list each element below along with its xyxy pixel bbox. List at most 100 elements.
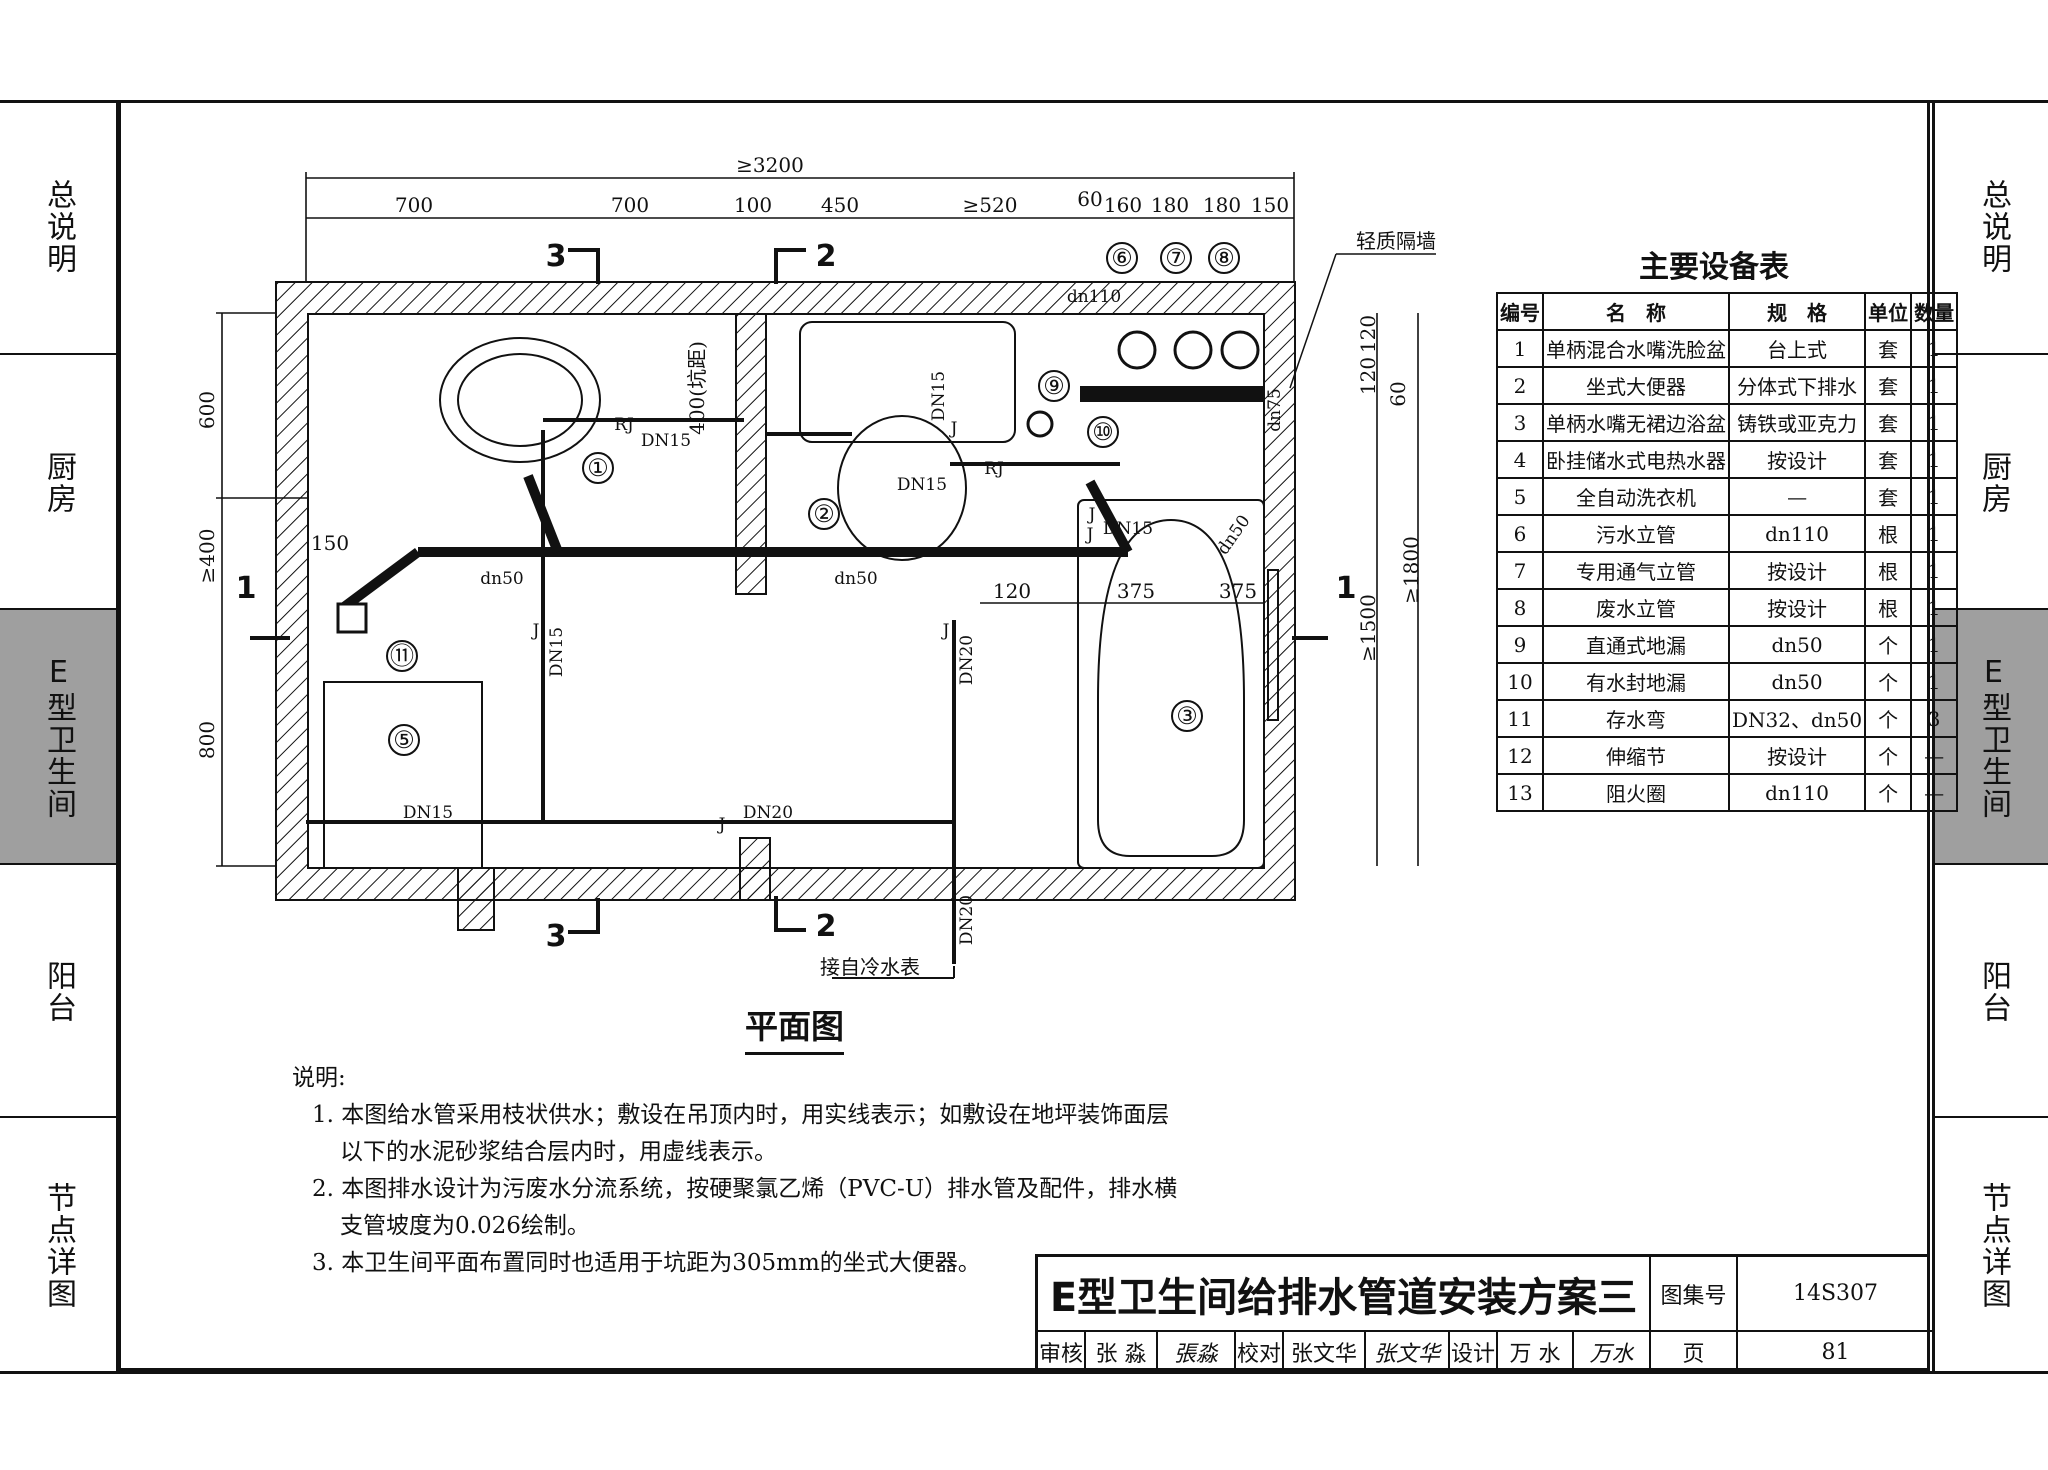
table-cell: 存水弯 bbox=[1542, 699, 1730, 738]
table-cell: 1 bbox=[1910, 625, 1959, 664]
callout: ② bbox=[813, 500, 835, 528]
pipe-label: dn50 bbox=[480, 569, 523, 589]
designer: 万 水 bbox=[1498, 1332, 1574, 1374]
table-cell: 阻火圈 bbox=[1542, 773, 1730, 812]
table-cell: 废水立管 bbox=[1542, 588, 1730, 627]
table-cell: 个 bbox=[1864, 699, 1913, 738]
table-cell: 9 bbox=[1496, 625, 1544, 664]
tab-details[interactable]: 节点详图 bbox=[1935, 1116, 2048, 1373]
table-cell: 分体式下排水 bbox=[1727, 366, 1867, 405]
table-cell: 1 bbox=[1910, 662, 1959, 701]
toilet-tank bbox=[799, 321, 1016, 443]
pipe-label: DN15 bbox=[897, 475, 947, 495]
table-cell: 铸铁或亚克力 bbox=[1727, 403, 1867, 442]
table-cell: 套 bbox=[1864, 403, 1913, 442]
reviewer: 张 淼 bbox=[1086, 1332, 1158, 1374]
callout: ③ bbox=[1176, 702, 1198, 730]
table-cell: 1 bbox=[1910, 551, 1959, 590]
pipe-label: J bbox=[1085, 525, 1094, 545]
table-cell: 台上式 bbox=[1727, 329, 1867, 368]
table-cell: DN32、dn50 bbox=[1727, 699, 1867, 738]
pipe-label: DN15 bbox=[1103, 519, 1153, 539]
riser-8 bbox=[1220, 330, 1260, 370]
review-label: 审核 bbox=[1038, 1332, 1086, 1374]
pipe-label: DN20 bbox=[743, 803, 793, 823]
designer-signature: 万水 bbox=[1574, 1332, 1651, 1374]
pipe-label: DN15 bbox=[929, 371, 949, 421]
tab-kitchen[interactable]: 厨房 bbox=[0, 353, 116, 610]
tab-label: 阳台 bbox=[1976, 959, 2011, 1024]
tab-general[interactable]: 总说明 bbox=[0, 100, 116, 353]
table-cell: 直通式地漏 bbox=[1542, 625, 1730, 664]
tab-balcony[interactable]: 阳台 bbox=[1935, 863, 2048, 1118]
pipe-label: J bbox=[949, 419, 958, 439]
left-dimension: 600 bbox=[195, 391, 219, 429]
pipe-label: J bbox=[717, 815, 726, 835]
pipe-label: DN20 bbox=[957, 895, 977, 945]
tab-general[interactable]: 总说明 bbox=[1935, 100, 2048, 353]
table-cell: 6 bbox=[1496, 514, 1544, 553]
pipes bbox=[306, 386, 1264, 964]
table-cell: 根 bbox=[1864, 514, 1913, 553]
note-item: 3. 本卫生间平面布置同时也适用于坑距为305mm的坐式大便器。 bbox=[312, 1250, 981, 1276]
table-cell: 12 bbox=[1496, 736, 1544, 775]
table-cell: 个 bbox=[1864, 625, 1913, 664]
reviewer-signature: 張淼 bbox=[1158, 1332, 1236, 1374]
riser-7 bbox=[1173, 330, 1213, 370]
table-cell: 全自动洗衣机 bbox=[1542, 477, 1730, 516]
title-block: E型卫生间给排水管道安装方案三 图集号 14S307 审核 张 淼 張淼 校对 … bbox=[1035, 1254, 1933, 1374]
notes: 说明: 1. 本图给水管采用枝状供水；敷设在吊顶内时，用实线表示；如敷设在地坪装… bbox=[292, 1060, 1180, 1282]
inlet-label: 接自冷水表 bbox=[820, 955, 920, 979]
section-mark: 2 bbox=[816, 239, 837, 274]
pipe-label: dn110 bbox=[1067, 287, 1121, 307]
floor-drain-9 bbox=[1026, 410, 1054, 438]
tab-label: 总说明 bbox=[1976, 178, 2011, 275]
tab-details[interactable]: 节点详图 bbox=[0, 1116, 116, 1373]
design-label: 设计 bbox=[1450, 1332, 1498, 1374]
notes-heading: 说明: bbox=[292, 1065, 346, 1091]
dimension-150: 150 bbox=[311, 531, 349, 555]
top-dimension: 150 bbox=[1251, 193, 1289, 217]
riser-6 bbox=[1117, 330, 1157, 370]
section-mark: 3 bbox=[546, 919, 567, 954]
table-cell: 5 bbox=[1496, 477, 1544, 516]
section-markers bbox=[250, 248, 1328, 979]
walls bbox=[275, 281, 1296, 931]
table-cell: 按设计 bbox=[1727, 736, 1867, 775]
table-cell: 个 bbox=[1864, 662, 1913, 701]
callout-circles bbox=[386, 242, 1240, 756]
table-cell: 污水立管 bbox=[1542, 514, 1730, 553]
callout: ⑧ bbox=[1213, 244, 1235, 272]
fixtures bbox=[323, 321, 1279, 869]
table-cell: 个 bbox=[1864, 736, 1913, 775]
pipe-label: DN15 bbox=[641, 431, 691, 451]
table-cell: — bbox=[1910, 736, 1959, 775]
table-cell: 1 bbox=[1910, 366, 1959, 405]
tab-kitchen[interactable]: 厨房 bbox=[1935, 353, 2048, 610]
right-dimension: 120 bbox=[1356, 357, 1380, 395]
table-cell: — bbox=[1910, 773, 1959, 812]
pipe-label: DN15 bbox=[547, 627, 567, 677]
tab-balcony[interactable]: 阳台 bbox=[0, 863, 116, 1118]
dimension-lines bbox=[216, 172, 1419, 867]
pipe-label: RJ bbox=[614, 415, 634, 435]
callout: ⑥ bbox=[1111, 244, 1133, 272]
wall-label: 轻质隔墙 bbox=[1356, 229, 1436, 253]
tab-bathroom-e[interactable]: E型卫生间 bbox=[0, 608, 116, 865]
pipe-label: dn75 bbox=[1265, 388, 1285, 431]
section-mark: 3 bbox=[546, 239, 567, 274]
pipe-label: J bbox=[941, 621, 950, 641]
table-cell: 3 bbox=[1496, 403, 1544, 442]
table-cell: dn50 bbox=[1727, 625, 1867, 664]
table-cell: 3 bbox=[1910, 699, 1959, 738]
dimension-400: 400(坑距) bbox=[685, 341, 709, 435]
table-cell: 根 bbox=[1864, 551, 1913, 590]
washing-machine bbox=[323, 681, 483, 869]
